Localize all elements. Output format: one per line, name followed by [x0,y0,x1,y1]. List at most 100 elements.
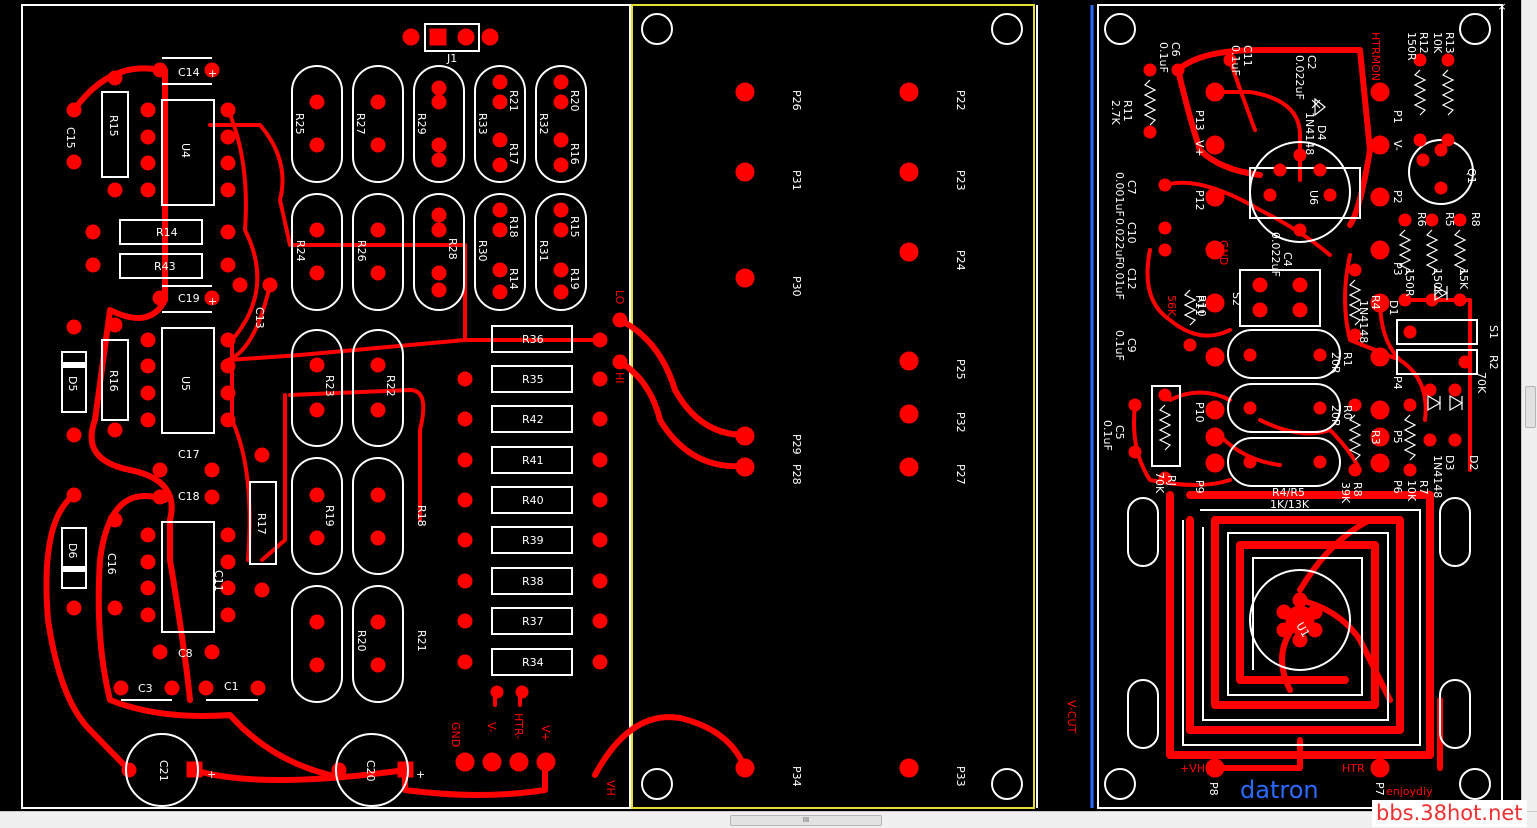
svg-text:15K: 15K [1457,268,1470,290]
brand-logo-datron: datron [1240,776,1319,804]
j1-pad [429,28,447,46]
right-pads [1128,53,1472,778]
svg-text:56K: 56K [1165,295,1178,317]
svg-text:C4: C4 [1281,252,1294,267]
svg-text:R12: R12 [1417,32,1430,54]
left-component-labels: C14 U4 R15 C15 R14 R43 C19 C13 U5 R16 D5… [64,66,377,782]
svg-text:C12: C12 [1125,268,1138,290]
label-r19-mid: R19 [568,268,581,290]
label-r20-top: R20 [568,90,581,112]
svg-text:RJ: RJ [1165,475,1178,486]
svg-text:39K: 39K [1339,482,1352,504]
label-r34: R34 [522,656,544,669]
svg-text:0.001uF: 0.001uF [1113,172,1126,217]
svg-text:1N4148: 1N4148 [1431,455,1444,498]
u4-outline [161,99,215,206]
vertical-scroll-thumb[interactable] [1525,386,1536,428]
c21-outline [125,733,199,807]
svg-text:R0: R0 [1341,405,1354,420]
resistor-bank [457,325,608,699]
svg-text:10K: 10K [1405,480,1418,502]
label-r27: R27 [354,113,367,135]
label-r24: R24 [294,240,307,262]
label-p28: P28 [790,464,803,485]
label-r29: R29 [415,113,428,135]
middle-pads [612,82,919,778]
j1-label: J1 [446,52,457,65]
svg-text:10K: 10K [1431,32,1444,54]
label-r43: R43 [154,260,176,273]
label-d5: D5 [66,376,79,391]
right-resistor-zigzags [1143,69,1467,461]
connector-gnd-label: GND [449,722,462,747]
svg-text:C7: C7 [1125,180,1138,195]
svg-text:C9: C9 [1125,338,1138,353]
label-r28: R28 [446,238,459,260]
svg-text:S2: S2 [1230,292,1243,306]
svg-text:R8: R8 [1469,212,1482,227]
label-r21-top: R21 [507,90,520,112]
svg-text:P13: P13 [1193,110,1206,131]
label-r17: R17 [255,513,268,535]
svg-text:HTRMON: HTRMON [1369,32,1382,81]
svg-text:P8: P8 [1207,782,1220,796]
d5-body [61,351,87,413]
connector-htr-label: HTR- [512,713,525,739]
svg-text:D2: D2 [1467,455,1480,470]
svg-text:0.01uF: 0.01uF [1113,262,1126,300]
label-c11: C11 [212,570,225,592]
label-r41: R41 [522,454,544,467]
svg-text:P3: P3 [1391,262,1404,276]
svg-text:+VH: +VH [1180,762,1205,775]
svg-text:R7: R7 [1417,480,1430,495]
svg-text:P10: P10 [1193,402,1206,423]
left-board-outline [21,4,631,809]
svg-text:R8: R8 [1351,482,1364,497]
svg-text:P2: P2 [1391,190,1404,204]
middle-board-outline [631,4,1035,809]
mount-hole [1459,13,1491,45]
svg-text:D3: D3 [1443,455,1456,470]
svg-text:0.022uF: 0.022uF [1113,218,1126,263]
watermark-text: bbs.38hot.net [1372,800,1527,827]
svg-text:S1: S1 [1487,325,1500,339]
label-r21: R21 [415,630,428,652]
connector-vplus-label: V+ [539,725,552,742]
svg-text:P5: P5 [1391,430,1404,444]
label-u5: U5 [179,376,192,391]
label-r16: R16 [107,370,120,392]
svg-text:R1: R1 [1341,352,1354,367]
vcut-label: V-CUT [1065,700,1078,734]
connector-vminus-label: V- [485,722,498,733]
mount-hole [1104,13,1136,45]
label-r22: R22 [384,375,397,397]
horizontal-scrollbar[interactable]: III [0,811,1537,828]
svg-text:1N4148: 1N4148 [1357,300,1370,343]
svg-text:P12: P12 [1193,190,1206,211]
j1-pad [481,28,499,46]
vertical-scrollbar[interactable] [1521,0,1537,811]
label-r19: R19 [323,505,336,527]
plus-sign: + [416,768,425,781]
u5-outline [161,327,215,434]
label-r15-mid: R15 [568,216,581,238]
svg-text:V-: V- [1391,140,1404,151]
right-component-labels: C6 0.1uF C11 0.1uF C2 0.022uF HTRMON R12… [1101,32,1500,796]
label-p24: P24 [954,250,967,271]
svg-text:C11: C11 [1241,45,1254,67]
label-c19: C19 [178,292,200,305]
svg-text:C6: C6 [1169,42,1182,57]
svg-text:C5: C5 [1113,425,1126,440]
svg-text:150R: 150R [1405,32,1418,61]
horizontal-scroll-thumb[interactable]: III [730,815,882,826]
label-p25: P25 [954,359,967,380]
svg-text:0.1uF: 0.1uF [1229,45,1242,76]
svg-text:HTR: HTR [1342,762,1365,775]
label-r15: R15 [107,115,120,137]
svg-text:P4: P4 [1391,376,1404,390]
svg-text:V+: V+ [1193,140,1206,157]
label-p34: P34 [790,766,803,787]
close-icon[interactable]: × [1497,0,1507,13]
svg-text:R3: R3 [1369,430,1382,445]
